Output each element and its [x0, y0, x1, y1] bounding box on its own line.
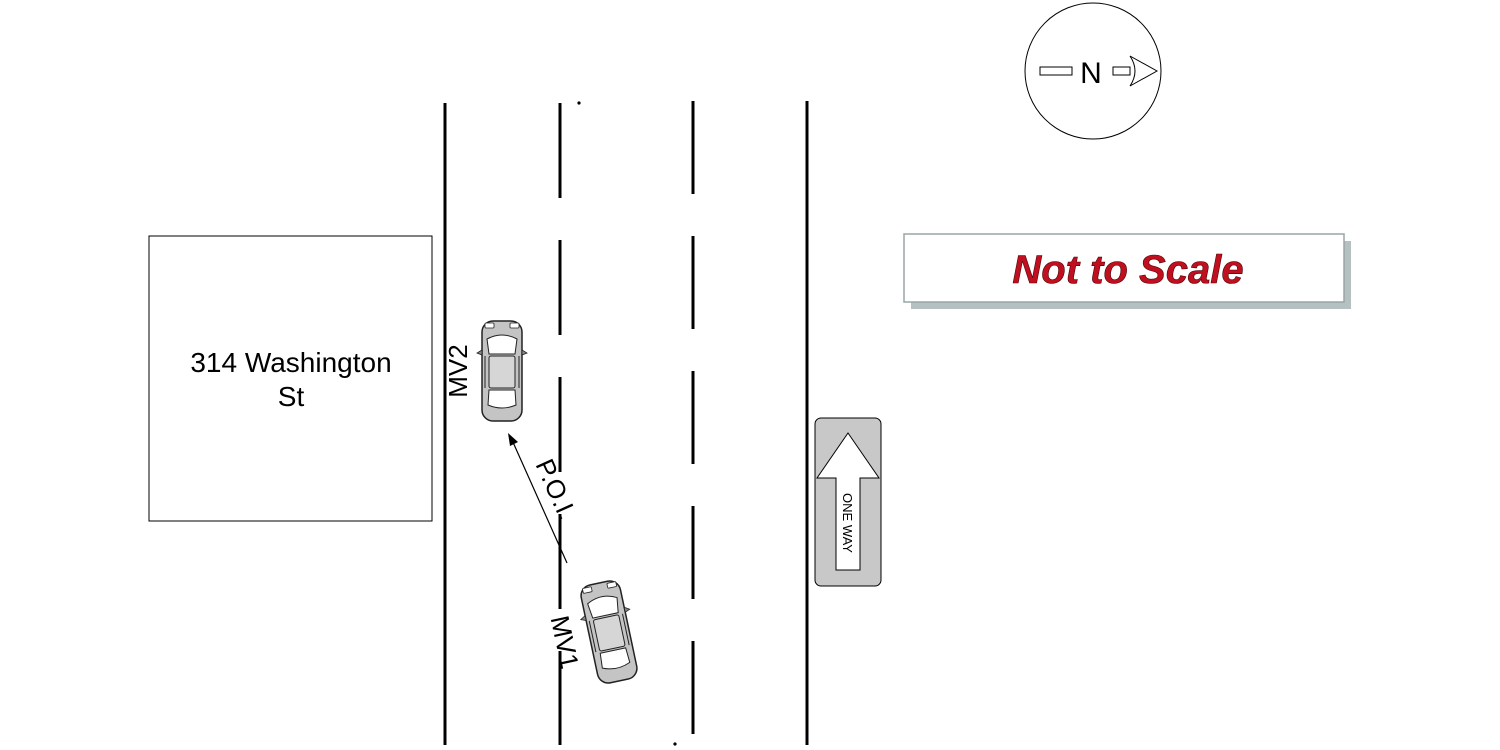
compass-circle [1024, 2, 1162, 140]
compass-shaft-icon [1112, 66, 1131, 76]
scale-note-box [903, 233, 1345, 303]
poi-path: P.O.I. [508, 433, 583, 564]
poi-label: P.O.I. [530, 454, 583, 524]
scale-note-text: Not to Scale [1012, 248, 1243, 292]
vehicle-mv1-car-icon [573, 577, 645, 687]
one-way-sign: ONE WAY [814, 417, 882, 587]
compass-north-label: N [1080, 57, 1102, 90]
north-compass: N [1024, 2, 1162, 140]
building: 314 Washington St [148, 235, 433, 522]
scale-note: Not to Scale [903, 233, 1351, 309]
one-way-arrow-icon [816, 432, 880, 571]
vehicle-mv2: MV2 [443, 320, 528, 422]
vehicle-mv2-car-icon [476, 320, 528, 422]
compass-tail-icon [1039, 66, 1073, 76]
vehicle-mv2-label: MV2 [443, 344, 473, 397]
one-way-sign-text: ONE WAY [840, 493, 855, 553]
vehicle-mv1-label: MV1 [545, 613, 585, 672]
building-outline [148, 235, 433, 522]
roadway [443, 101, 809, 745]
building-label-line2: St [278, 381, 305, 412]
building-label-line1: 314 Washington [190, 347, 391, 378]
poi-arrowhead-icon [508, 433, 518, 446]
compass-arrowhead-icon [1129, 55, 1159, 87]
poi-arrow-line [511, 439, 568, 564]
lane-mark-dot-bottom [673, 742, 677, 746]
lane-mark-dot-top [577, 101, 581, 105]
